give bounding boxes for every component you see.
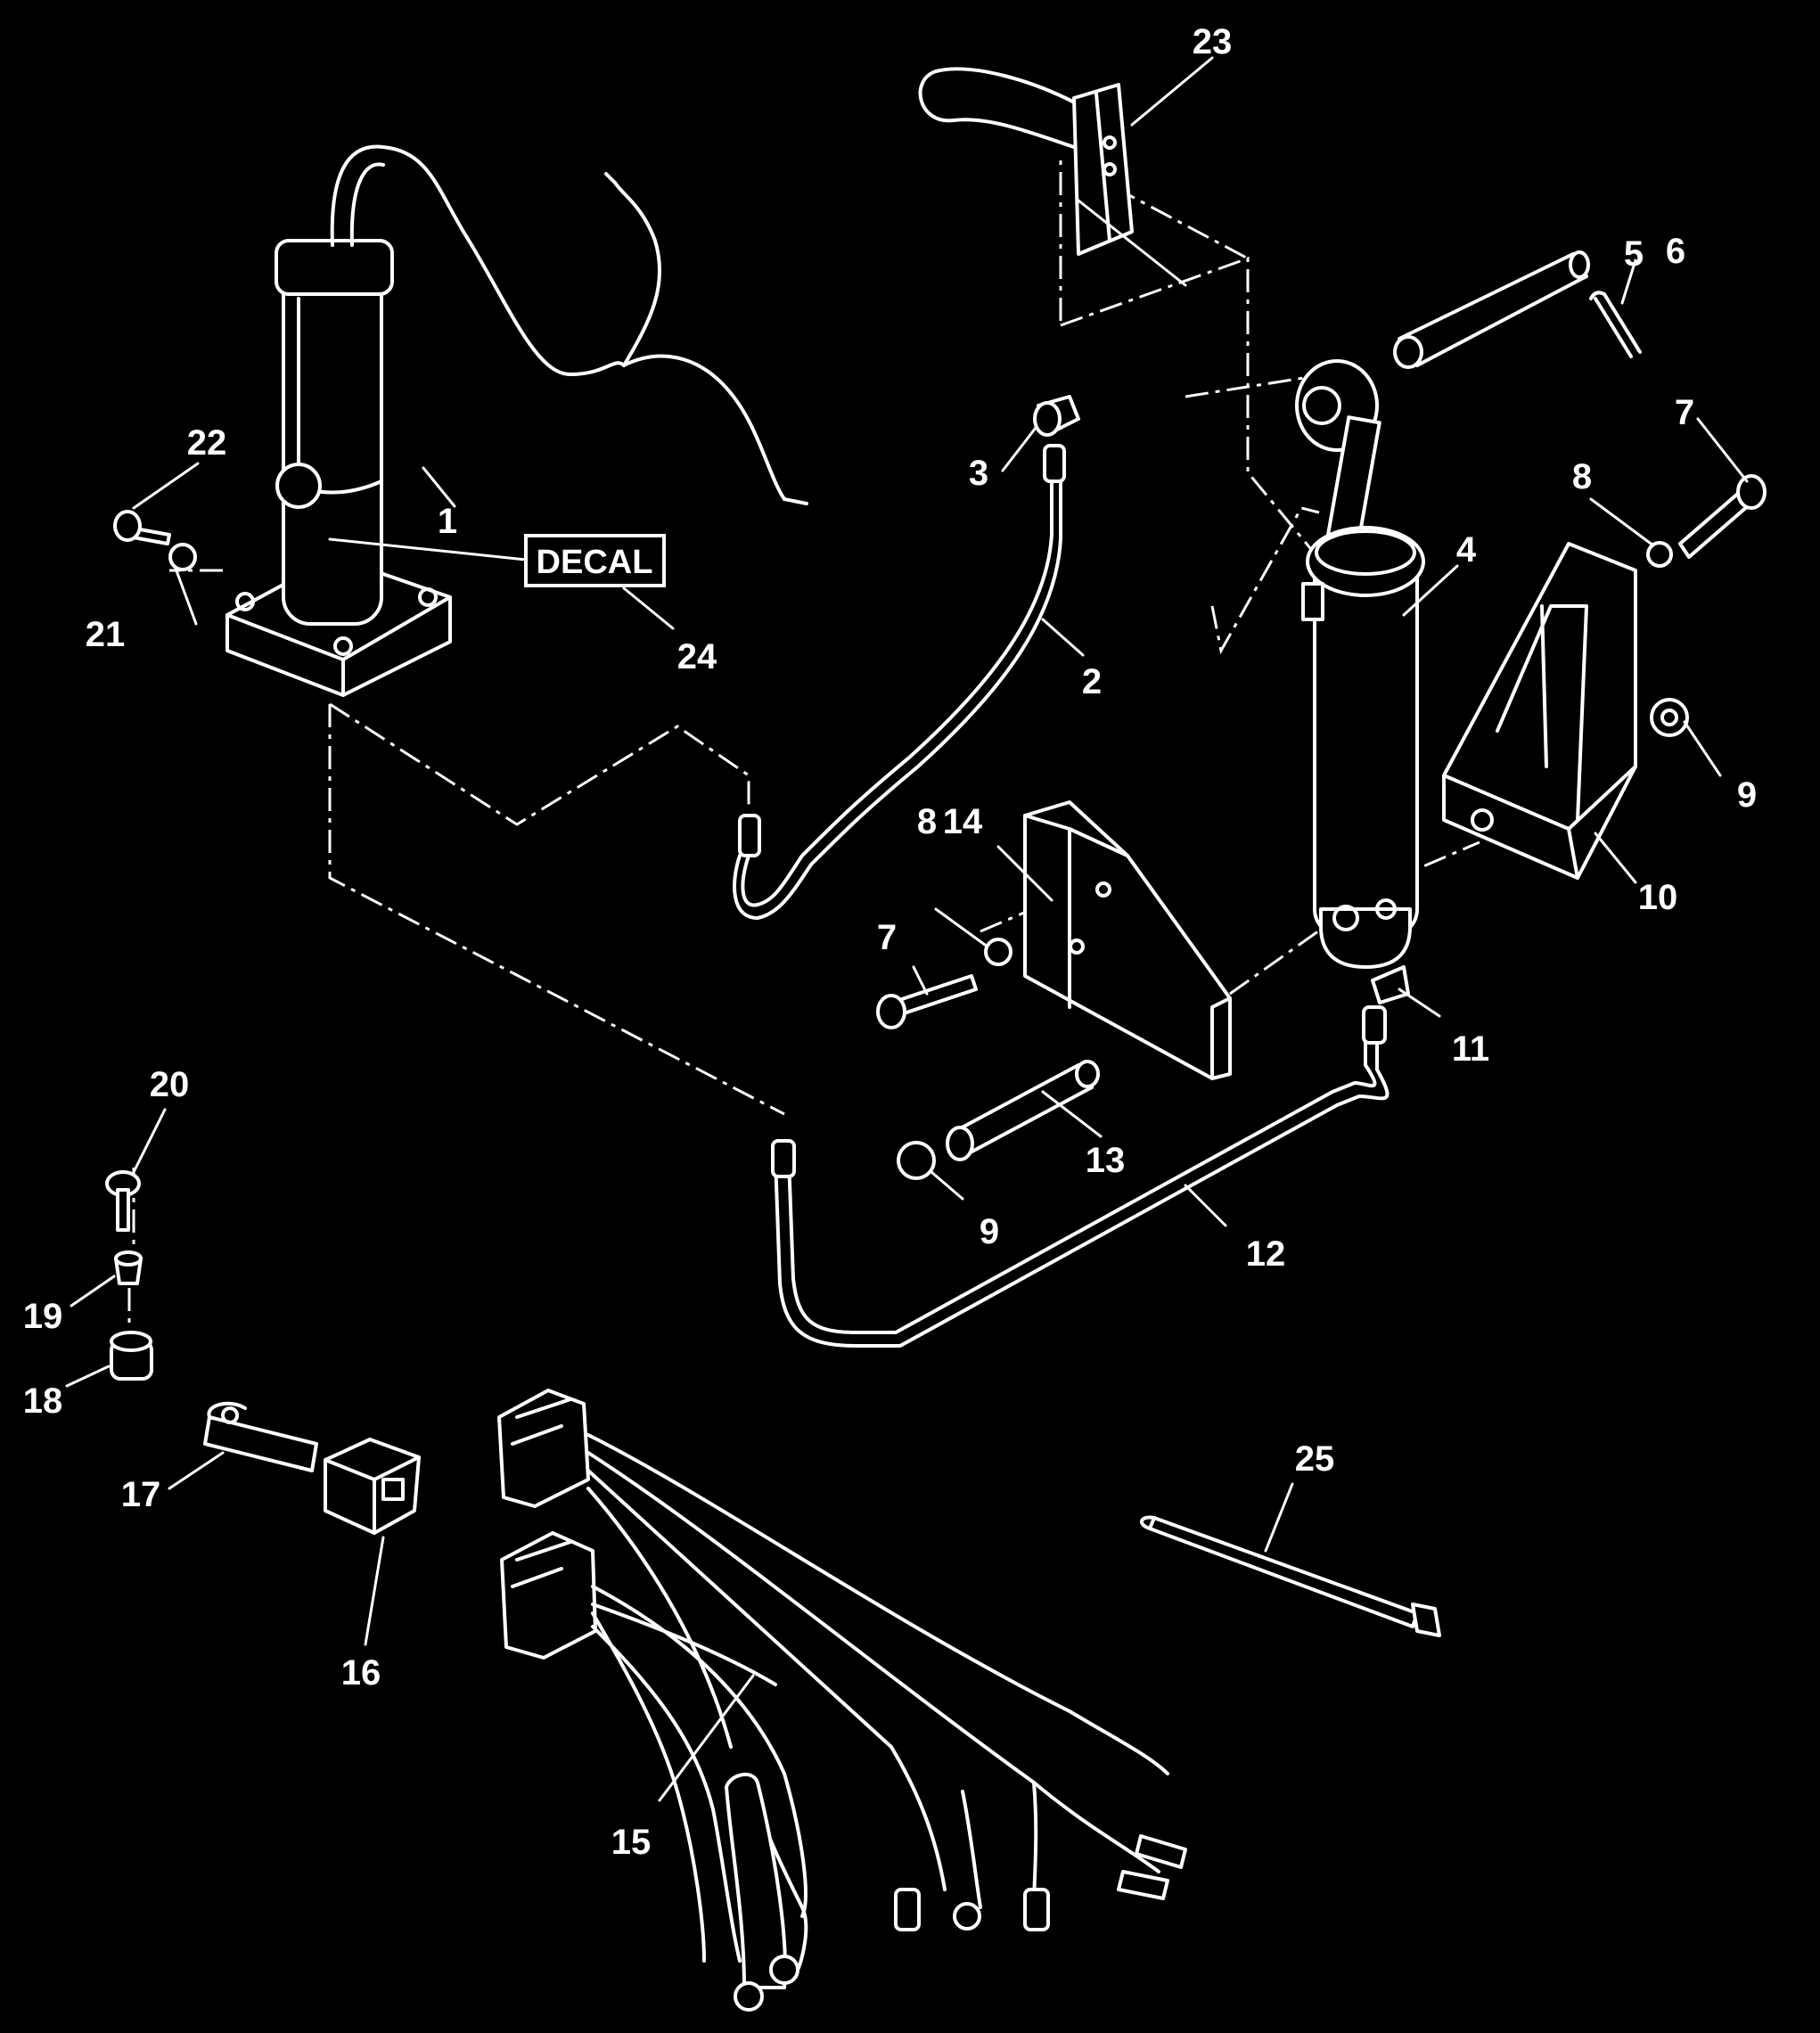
screw-20 [105, 1170, 141, 1232]
fitting-3 [1033, 395, 1080, 437]
leader-lines [65, 56, 1749, 1802]
trim-cylinder-4 [1295, 359, 1425, 969]
callout-3: 3 [969, 454, 988, 493]
bracket-10 [1442, 542, 1637, 880]
bolt-and-washer-right [1646, 474, 1767, 568]
pin-5 [1393, 250, 1590, 369]
grommet-18 [110, 1331, 153, 1381]
bracket-14 [1023, 800, 1232, 1080]
callout-22: 22 [187, 423, 227, 463]
nut-9-right [1650, 698, 1689, 737]
pin-13 [946, 1060, 1100, 1161]
hydraulic-tube-2 [733, 444, 1066, 920]
callout-15: 15 [611, 1823, 652, 1862]
callout-23: 23 [1193, 22, 1233, 61]
bolt-and-washer-left [876, 938, 1012, 1029]
callout-4: 4 [1456, 530, 1477, 570]
callout-16: 16 [341, 1653, 381, 1693]
callout-24: 24 [677, 637, 717, 676]
callout-12: 12 [1246, 1234, 1286, 1274]
callout-20: 20 [150, 1065, 190, 1104]
callout-17: 17 [121, 1475, 161, 1514]
callout-11: 11 [1452, 1029, 1489, 1069]
callout-9-left: 9 [980, 1212, 999, 1251]
wiring-harness-15 [497, 1389, 1187, 2012]
screw-and-washer-left [113, 510, 197, 571]
nut-11 [1371, 965, 1410, 1004]
relay-16 [324, 1438, 421, 1535]
callout-18: 18 [23, 1381, 63, 1421]
retainer-17 [203, 1401, 318, 1472]
bracket-23 [918, 67, 1134, 256]
decal-label: DECAL [524, 534, 666, 587]
cotter-pin-6 [1589, 291, 1642, 358]
callout-2: 2 [1082, 662, 1102, 701]
callout-10: 10 [1638, 878, 1678, 917]
callout-7-left: 7 [877, 918, 897, 957]
bushing-19 [114, 1250, 143, 1285]
callout-numbers: 1 2 3 4 5 6 7 8 9 10 11 12 13 14 15 16 1… [23, 22, 1757, 1862]
callout-7: 7 [1675, 393, 1694, 432]
callout-19: 19 [23, 1297, 63, 1336]
callout-1: 1 [438, 502, 457, 541]
callout-25: 25 [1295, 1439, 1335, 1479]
callout-13: 13 [1086, 1141, 1126, 1180]
callout-9: 9 [1737, 775, 1757, 815]
callout-5: 5 [1624, 234, 1644, 274]
callout-8-left: 8 [917, 802, 937, 841]
hydraulic-tube-12 [771, 1005, 1390, 1348]
nut-9-left [897, 1141, 936, 1180]
cable-tie-25 [1140, 1515, 1441, 1637]
callout-21: 21 [86, 615, 126, 654]
callout-8: 8 [1572, 457, 1592, 496]
pump-motor-assembly [225, 144, 808, 697]
decal-text: DECAL [537, 544, 653, 581]
callout-14: 14 [943, 802, 983, 841]
callout-6: 6 [1666, 232, 1685, 271]
